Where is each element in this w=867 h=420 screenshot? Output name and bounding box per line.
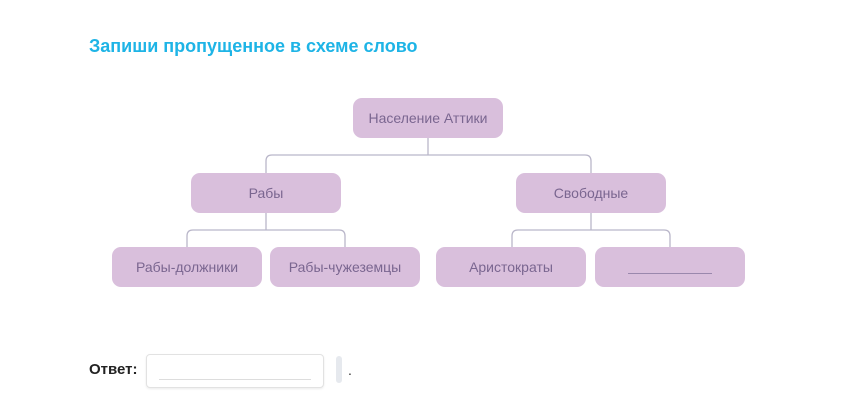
task-title: Запиши пропущенное в схеме слово <box>89 36 418 56</box>
node-missing <box>595 247 745 287</box>
blank-placeholder <box>628 261 712 274</box>
answer-input[interactable] <box>146 354 324 388</box>
node-free: Свободные <box>516 173 666 213</box>
connector-free-children <box>511 229 671 247</box>
node-aristocrats: Аристократы <box>436 247 586 287</box>
answer-underline <box>159 379 311 380</box>
answer-handle[interactable] <box>336 356 342 383</box>
answer-suffix: . <box>348 362 352 378</box>
node-debt-slaves: Рабы-должники <box>112 247 262 287</box>
node-root: Население Аттики <box>353 98 503 138</box>
answer-label: Ответ: <box>89 361 138 378</box>
node-slaves: Рабы <box>191 173 341 213</box>
connector-slaves-children <box>186 229 346 247</box>
node-foreign-slaves: Рабы-чужеземцы <box>270 247 420 287</box>
connector-level1 <box>265 154 592 173</box>
